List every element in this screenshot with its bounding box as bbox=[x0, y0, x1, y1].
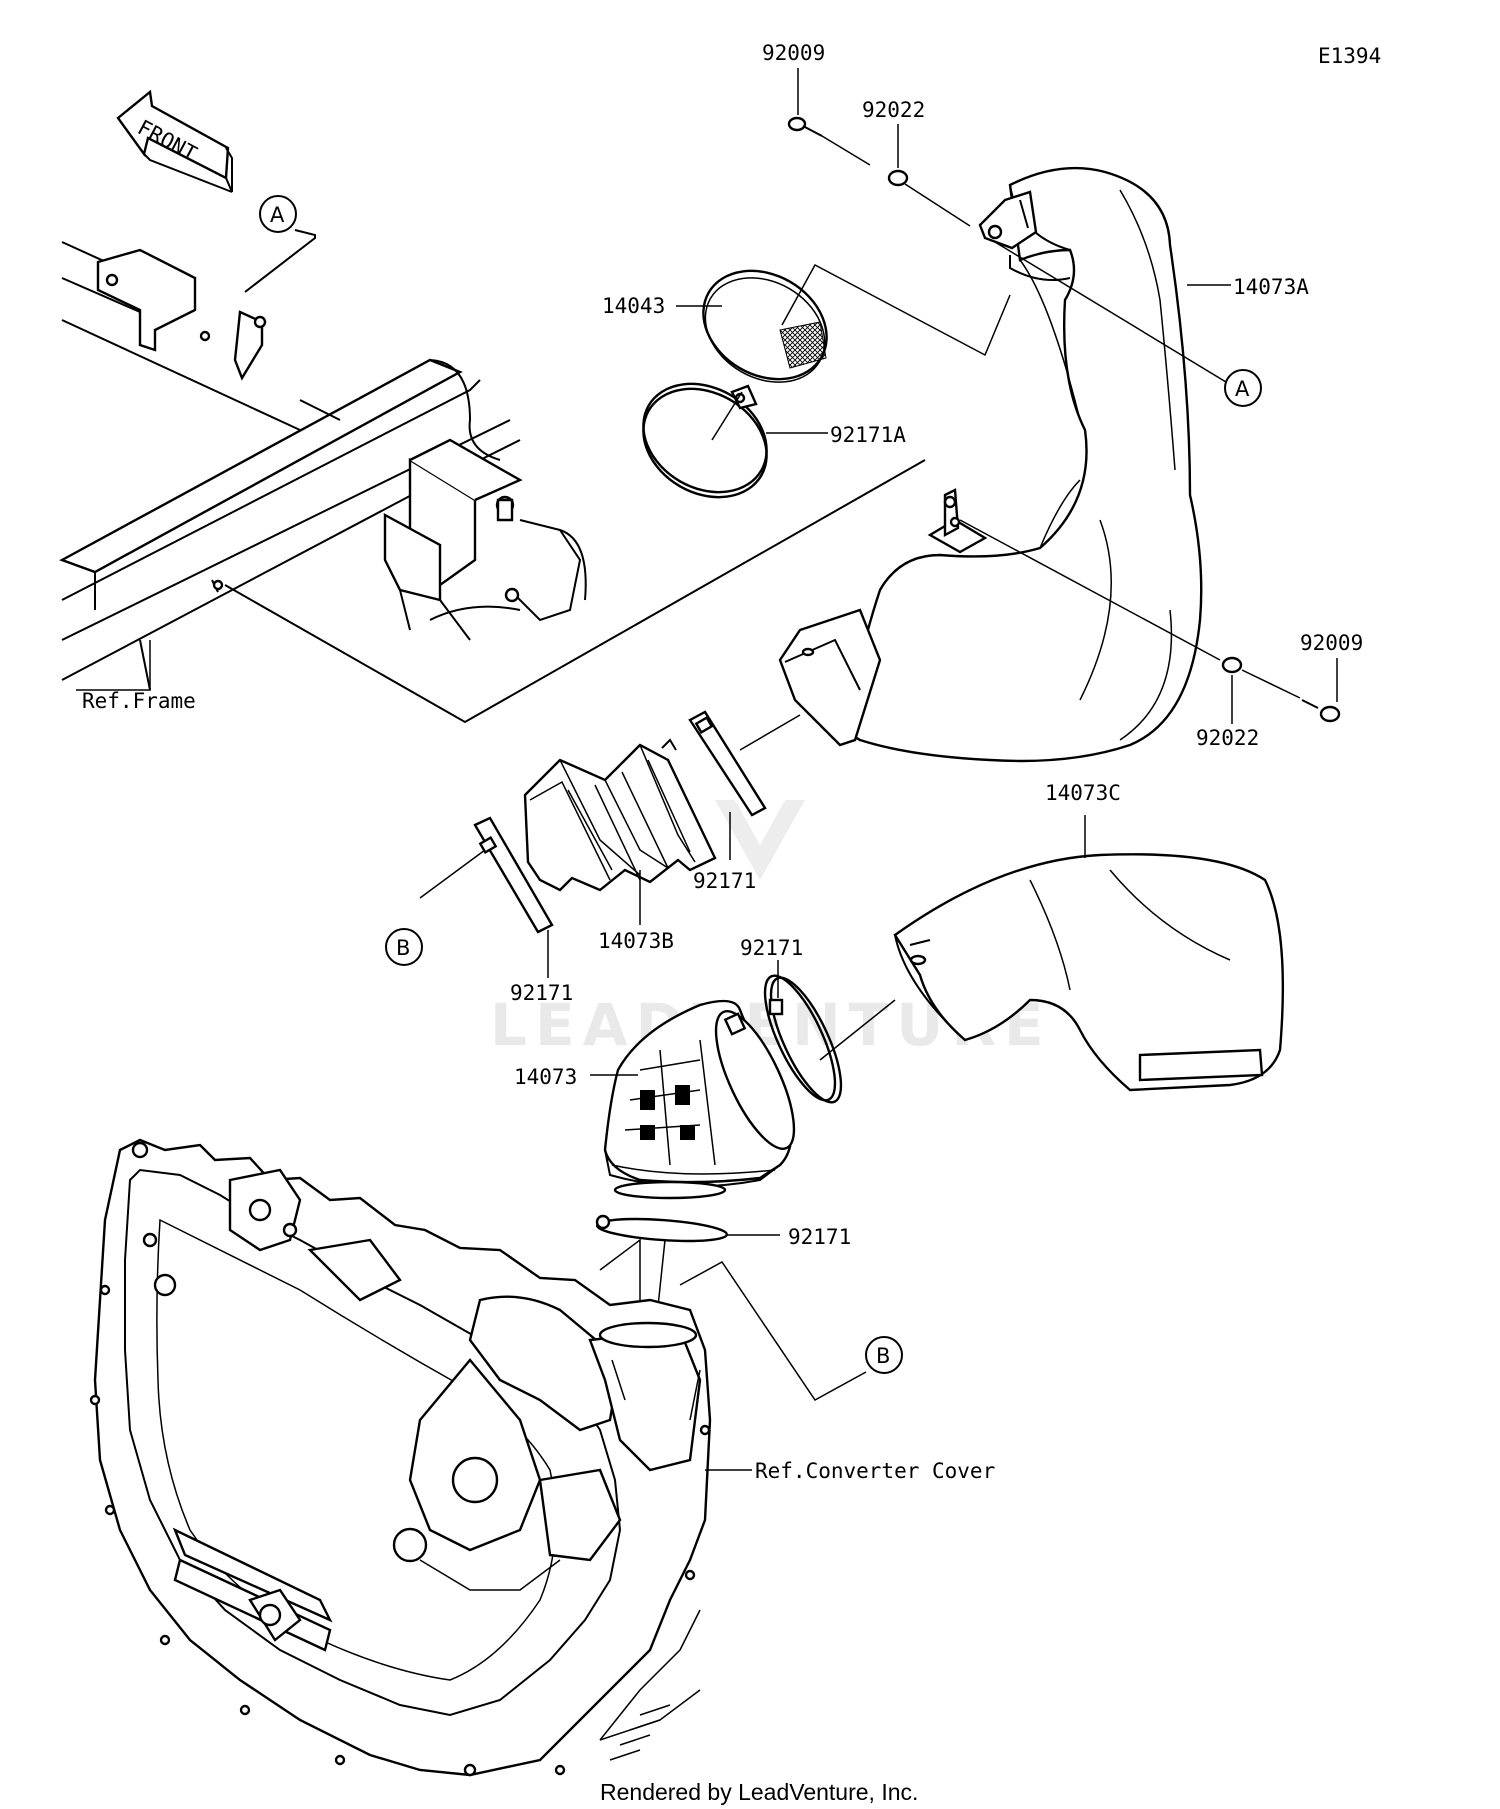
leader-clamp-mid-axis bbox=[819, 999, 896, 1061]
callout-a-upper-text: A bbox=[270, 203, 285, 227]
callout-a-lower bbox=[1224, 369, 1262, 407]
label-92009-top: 92009 bbox=[762, 41, 825, 65]
ref-frame-label: Ref.Frame bbox=[82, 689, 196, 713]
label-92022-right: 92022 bbox=[1196, 726, 1259, 750]
label-14073c: 14073C bbox=[1045, 781, 1121, 805]
duct-14073-drawing bbox=[603, 999, 796, 1200]
leader-clamp-a-axis bbox=[711, 391, 743, 441]
boot-14073b-drawing bbox=[523, 738, 717, 892]
label-92171-upper-right: 92171 bbox=[693, 869, 756, 893]
frame-drawing bbox=[59, 241, 926, 724]
callout-b-left bbox=[385, 928, 423, 966]
leader-a-lower bbox=[994, 241, 1227, 383]
callout-a-upper bbox=[259, 195, 297, 233]
label-14043: 14043 bbox=[602, 294, 665, 318]
screen-14043-drawing bbox=[702, 269, 828, 383]
label-14073: 14073 bbox=[514, 1065, 577, 1089]
washer-right-icon bbox=[1221, 656, 1243, 674]
label-92171-mid: 92171 bbox=[740, 936, 803, 960]
washer-top-icon bbox=[887, 169, 909, 187]
leader-bolt-axis-top bbox=[821, 135, 971, 227]
clamp-left-drawing bbox=[473, 816, 554, 934]
leader-boot-axis-top bbox=[739, 714, 801, 751]
label-92009-right: 92009 bbox=[1300, 631, 1363, 655]
callout-b-lower-text: B bbox=[876, 1344, 890, 1368]
front-arrow-icon bbox=[116, 89, 233, 193]
label-92022-top: 92022 bbox=[862, 98, 925, 122]
bolt-right-icon bbox=[1301, 699, 1341, 723]
ref-converter-cover-label: Ref.Converter Cover bbox=[755, 1459, 995, 1483]
label-14073a: 14073A bbox=[1233, 275, 1309, 299]
leader-a-upper bbox=[244, 229, 316, 293]
clamp-upper-right-drawing bbox=[688, 710, 767, 817]
clamp-lower-drawing bbox=[595, 1214, 729, 1243]
clamp-92171a-drawing bbox=[642, 382, 768, 499]
leader-bolt-axis-right bbox=[959, 519, 1221, 661]
watermark-logo-icon bbox=[715, 800, 805, 880]
callout-a-lower-text: A bbox=[1235, 377, 1250, 401]
label-92171-left: 92171 bbox=[510, 981, 573, 1005]
label-92171a: 92171A bbox=[830, 423, 906, 447]
converter-cover-drawing bbox=[89, 1138, 712, 1777]
callout-b-lower bbox=[865, 1336, 903, 1374]
callout-b-left-text: B bbox=[396, 936, 410, 960]
label-14073b: 14073B bbox=[598, 929, 674, 953]
leader-bolt-right-axis bbox=[1241, 669, 1301, 699]
bolt-top-icon bbox=[787, 116, 823, 137]
label-92171-lower: 92171 bbox=[788, 1225, 851, 1249]
leader-b-left bbox=[419, 849, 486, 899]
footer-credit: Rendered by LeadVenture, Inc. bbox=[600, 1779, 918, 1805]
diagram-code: E1394 bbox=[1318, 44, 1381, 68]
leader-screen-axis bbox=[781, 263, 1011, 357]
duct-14073c-drawing bbox=[893, 853, 1285, 1092]
duct-14073a-drawing bbox=[778, 166, 1203, 763]
